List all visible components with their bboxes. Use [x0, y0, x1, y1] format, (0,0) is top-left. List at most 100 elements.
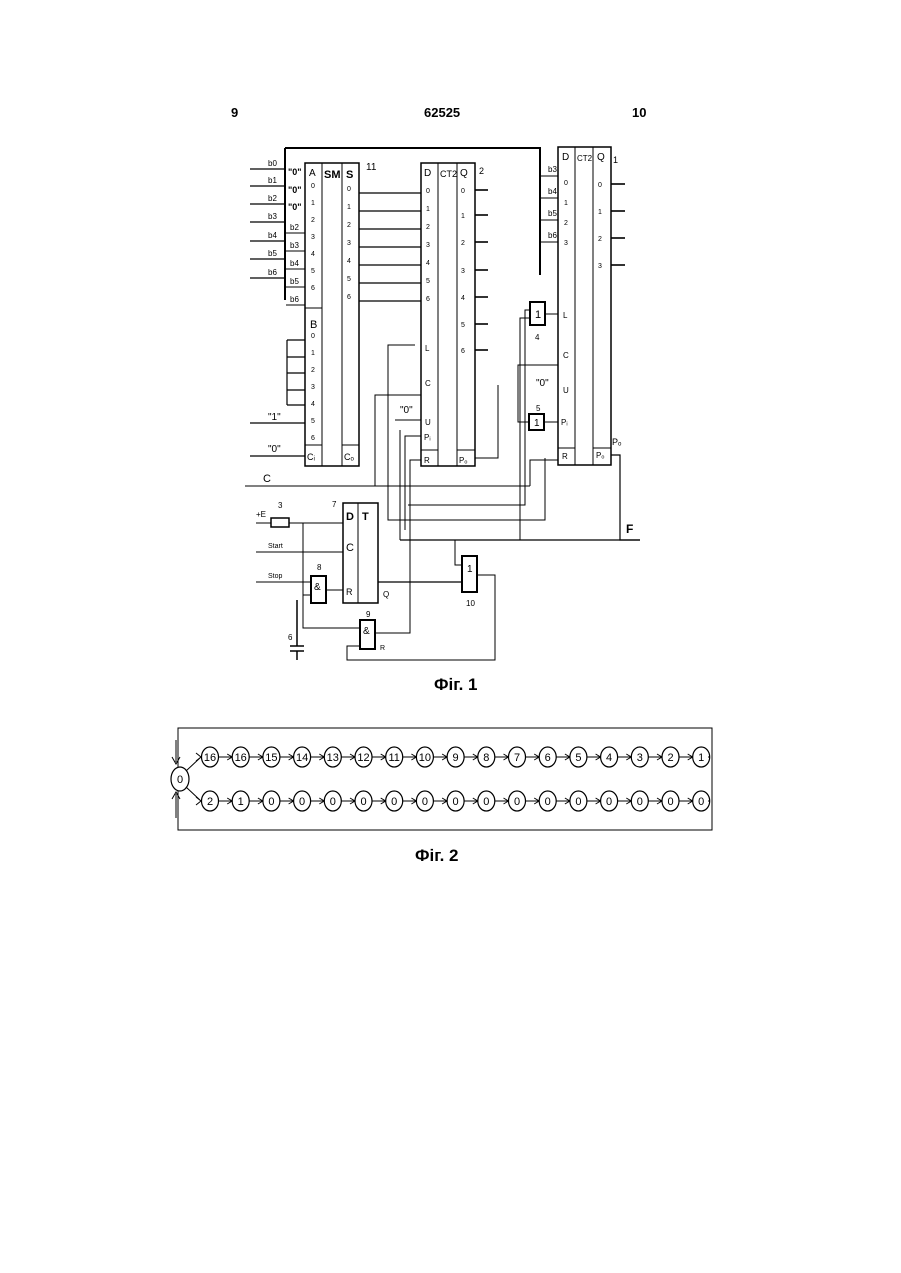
row2-arrow — [648, 798, 662, 804]
gate5-number: 5 — [536, 404, 541, 413]
row1-state-label: 14 — [296, 752, 308, 764]
adder-A-pin: 6 — [311, 285, 315, 292]
row1-arrow — [433, 754, 447, 760]
row2-state-label: 0 — [698, 796, 704, 808]
adder-A-pin: 2 — [311, 217, 315, 224]
resistor-supply-label: +E — [256, 510, 266, 519]
counter2-D-pin: 4 — [426, 260, 430, 267]
row2-arrow — [341, 798, 355, 804]
counter1-Q-pin: 1 — [598, 209, 602, 216]
trigger-number: 7 — [332, 500, 337, 509]
adder-pins: 001122334455660123456 — [311, 183, 351, 442]
counter2-Q-pin: 2 — [461, 240, 465, 247]
row1-arrow — [341, 754, 355, 760]
row1-state-label: 11 — [388, 752, 399, 764]
row2-arrow — [526, 798, 540, 804]
gate4-symbol: 1 — [535, 309, 541, 321]
counter1-Pi-label: Pᵢ — [561, 418, 568, 427]
counter1-D-label: D — [562, 152, 569, 163]
adder-number: 11 — [366, 162, 377, 173]
b-input-label: b6 — [268, 268, 277, 277]
gate8-symbol: & — [314, 582, 321, 593]
row1-state-label: 3 — [637, 752, 643, 764]
adder-S-pin: 1 — [347, 204, 351, 211]
counter2-Q-pin: 5 — [461, 322, 465, 329]
row1-state-label: 2 — [667, 752, 673, 764]
row2-arrow — [433, 798, 447, 804]
counter1-C-label: C — [563, 351, 569, 360]
counter2-L-label: L — [425, 344, 430, 353]
b-right-label: b6 — [548, 231, 557, 240]
counter2-D-pin: 1 — [426, 206, 430, 213]
b-input-label: b1 — [268, 176, 277, 185]
adder-B-pin: 5 — [311, 418, 315, 425]
counter1-D-pin: 1 — [564, 200, 568, 207]
row2-arrow — [556, 798, 570, 804]
clock-label: C — [263, 473, 271, 485]
adder-B-pin: 3 — [311, 384, 315, 391]
counter1-Q-pin: 3 — [598, 263, 602, 270]
trigger-D-label: D — [346, 511, 354, 523]
row2-state-label: 0 — [422, 796, 428, 808]
row1-arrow — [464, 754, 478, 760]
row1-arrow — [311, 754, 325, 760]
row2-state-label: 0 — [268, 796, 274, 808]
row2-state-label: 0 — [667, 796, 673, 808]
row2-arrow — [464, 798, 478, 804]
counter2-Q-pin: 1 — [461, 213, 465, 220]
counter2-D-pin: 5 — [426, 278, 430, 285]
row1-state-label: 15 — [265, 752, 277, 764]
row1-state-label: 13 — [327, 752, 339, 764]
stop-label: Stop — [268, 573, 283, 580]
counter2-D-pin: 2 — [426, 224, 430, 231]
row2-arrow — [280, 798, 294, 804]
adder-SM-label: SM — [324, 169, 341, 181]
counter1-U-label: U — [563, 386, 569, 395]
counter2-CT2-label: CT2 — [440, 169, 457, 179]
counter2-R-label: R — [424, 456, 430, 465]
row2-arrow — [618, 798, 632, 804]
row2-arrow — [495, 798, 509, 804]
b-input-label: b5 — [268, 249, 277, 258]
counter2-D-pin: 3 — [426, 242, 430, 249]
b-input-label: b4 — [268, 231, 277, 240]
row2-state-label: 0 — [360, 796, 366, 808]
gate9-symbol: & — [363, 626, 370, 637]
adder-B-pin: 0 — [311, 333, 315, 340]
sum-to-counter-wires — [359, 193, 421, 301]
row2-state-label: 0 — [483, 796, 489, 808]
counter1-D-pin: 3 — [564, 240, 568, 247]
counter2-Q-pin: 4 — [461, 295, 465, 302]
row1-arrow — [249, 754, 263, 760]
counter2-D-label: D — [424, 168, 431, 179]
counter1-b-inputs: b3b4b5b6 — [540, 165, 558, 242]
b-input-label-inner: b4 — [290, 259, 299, 268]
row2-state-label: 0 — [514, 796, 520, 808]
b-input-label-inner: b5 — [290, 277, 299, 286]
counter1-number: 1 — [613, 155, 618, 165]
row2-state-label: 1 — [238, 796, 244, 808]
row1-state-label: 5 — [575, 752, 581, 764]
row2-state-label: 0 — [575, 796, 581, 808]
counter1-Po-label: Pₒ — [596, 451, 604, 460]
counter2-Q-pin: 6 — [461, 348, 465, 355]
adder-S-pin: 4 — [347, 258, 351, 265]
fig1-caption: Фіг. 1 — [434, 675, 478, 695]
fig2-state-diagram: 0 1616151413121110987654321 210000000000… — [171, 728, 712, 830]
row2-state-label: 0 — [453, 796, 459, 808]
counter1-Q-pin: 0 — [598, 182, 602, 189]
adder-B-label: B — [310, 319, 317, 331]
counter2-number: 2 — [479, 166, 484, 176]
trigger-T-label: T — [362, 511, 369, 523]
resistor-number: 3 — [278, 501, 283, 510]
trigger-R-label: R — [346, 587, 353, 597]
row1-state-label: 12 — [357, 752, 369, 764]
start-label: Start — [268, 543, 283, 550]
row1-state-label: 6 — [545, 752, 551, 764]
row1-arrow — [587, 754, 601, 760]
adder-S-pin: 5 — [347, 276, 351, 283]
counter1-L-label: L — [563, 311, 568, 320]
b-input-label-inner: b3 — [290, 241, 299, 250]
b-right-label: b3 — [548, 165, 557, 174]
